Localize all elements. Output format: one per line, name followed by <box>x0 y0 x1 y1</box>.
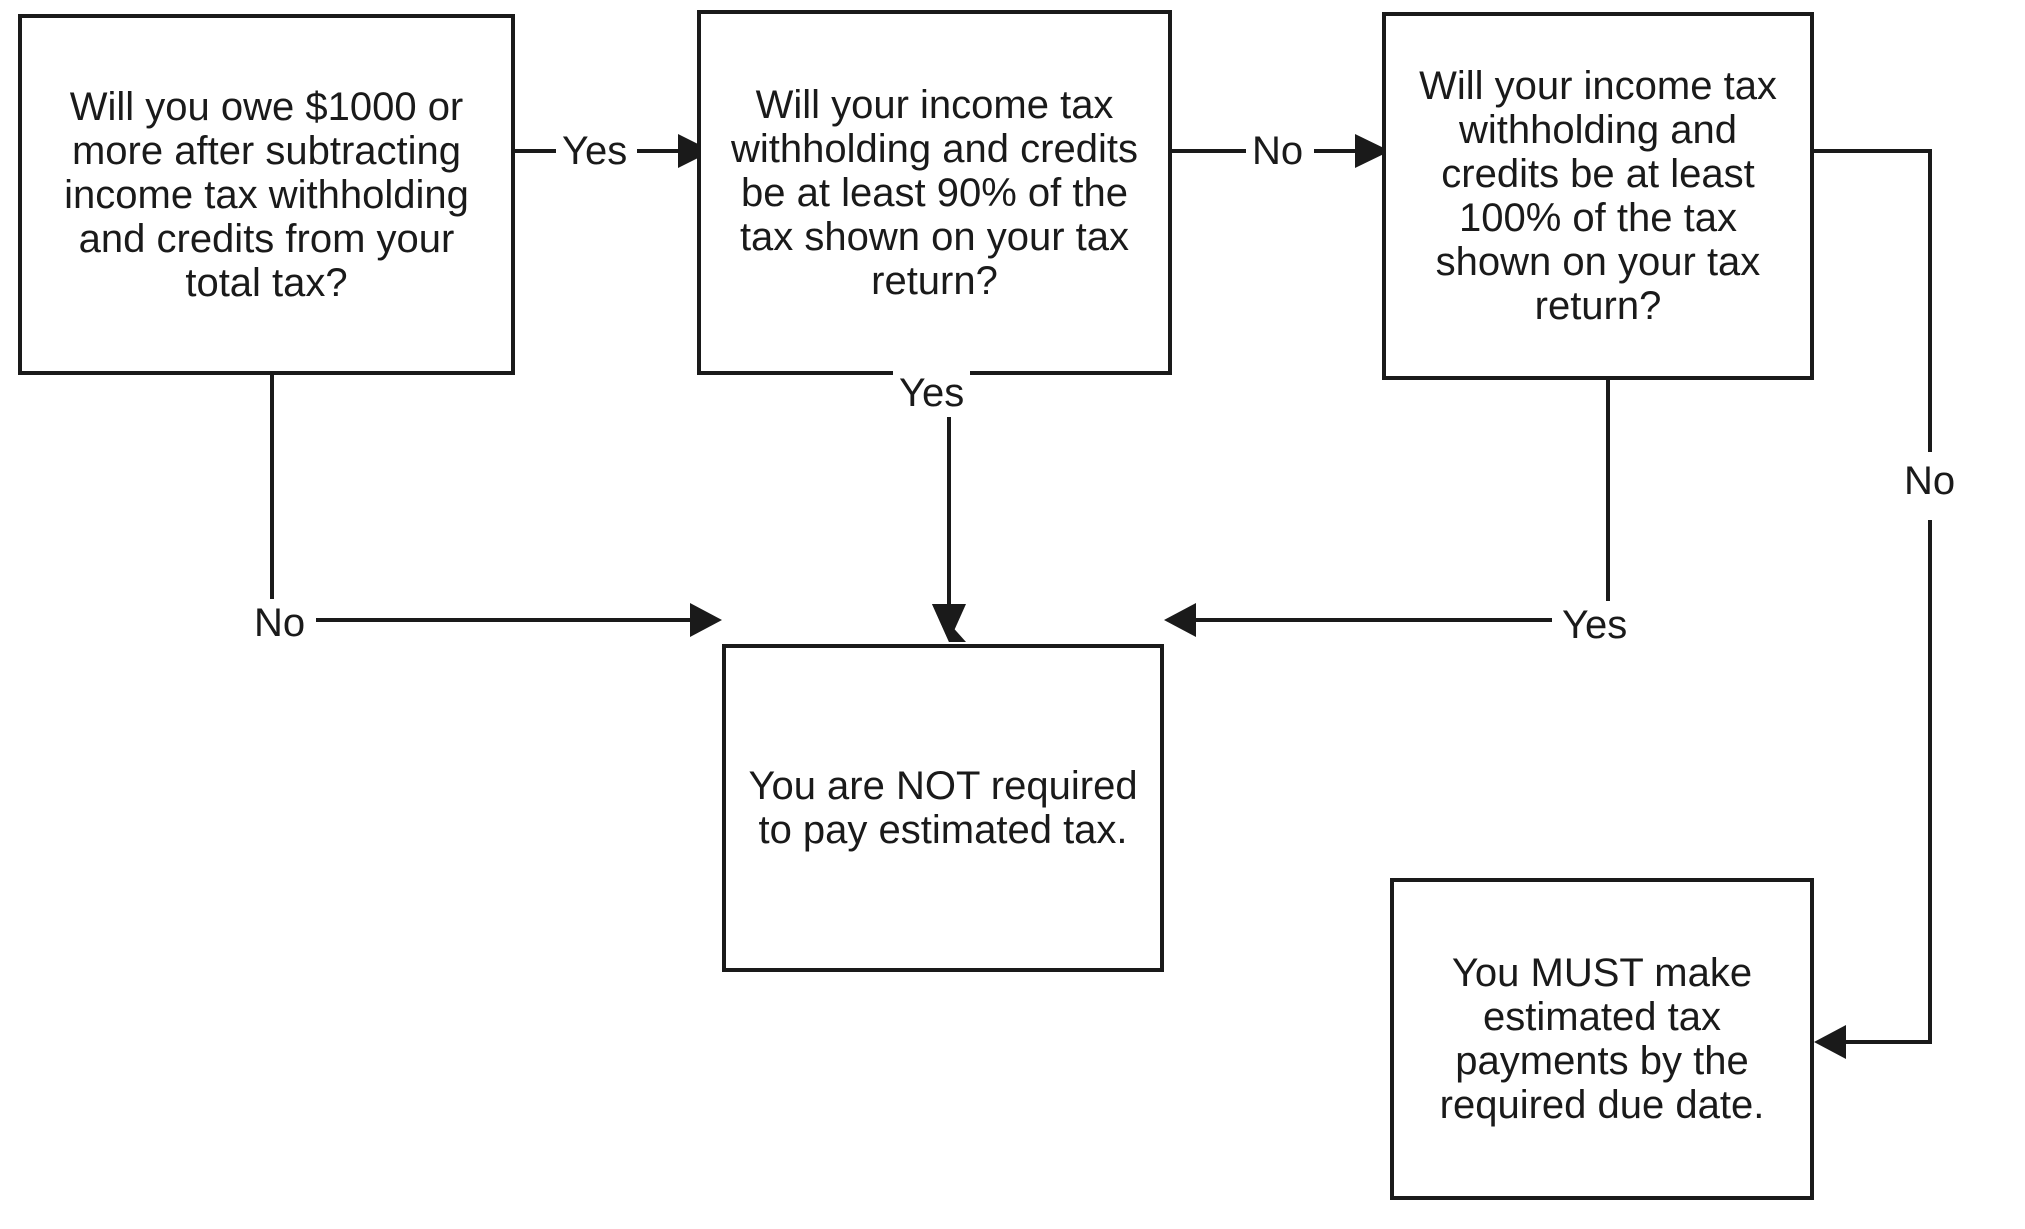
node-not-required-outcome: You are NOT required to pay estimated ta… <box>722 644 1164 972</box>
edge-label-pct90-no: No <box>1248 131 1308 171</box>
edge-label-pct100-no: No <box>1900 455 1960 507</box>
node-100-percent-question: Will your income tax withholding and cre… <box>1382 12 1814 380</box>
node-must-pay-outcome: You MUST make estimated tax payments by … <box>1390 878 1814 1200</box>
edge-label-owe-no: No <box>248 599 312 647</box>
edge-label-pct100-yes: Yes <box>1556 601 1634 649</box>
edge-owe-no <box>270 375 722 637</box>
edge-pct100-yes <box>1164 380 1610 637</box>
node-90-percent-question: Will your income tax withholding and cre… <box>697 10 1172 375</box>
edge-label-pct90-yes: Yes <box>893 369 971 417</box>
edge-label-owe-yes: Yes <box>558 131 632 171</box>
node-owe-1000-question: Will you owe $1000 or more after subtrac… <box>18 14 515 375</box>
edge-pct100-no <box>1814 149 1932 1059</box>
